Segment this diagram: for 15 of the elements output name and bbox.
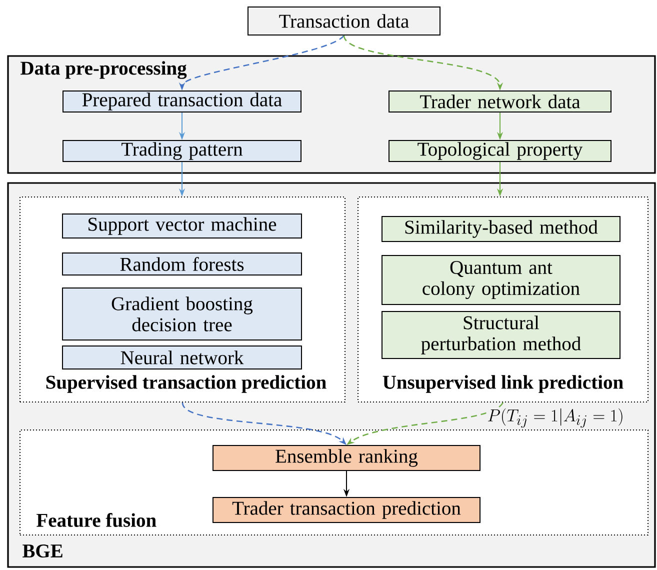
method-box: Support vector machine	[62, 214, 302, 238]
method-box: Topological property	[388, 140, 612, 162]
edge-label: $P(T_{ij} = 1|A_{ij} = 1)$	[486, 407, 625, 429]
method-box: Quantum ant colony optimization	[382, 255, 620, 305]
method-box: Trader transaction prediction	[212, 497, 480, 523]
method-box: Neural network	[62, 346, 302, 370]
method-box: Transaction data	[248, 6, 440, 36]
method-box: Trading pattern	[62, 140, 302, 162]
method-box: Prepared transaction data	[62, 90, 302, 112]
method-box: Random forests	[62, 252, 302, 276]
method-box: Structural perturbation method	[382, 311, 620, 359]
method-box: Trader network data	[388, 90, 612, 112]
method-box: Similarity-based method	[382, 216, 620, 242]
method-box: Ensemble ranking	[212, 445, 480, 471]
method-box: Gradient boosting decision tree	[62, 288, 302, 340]
